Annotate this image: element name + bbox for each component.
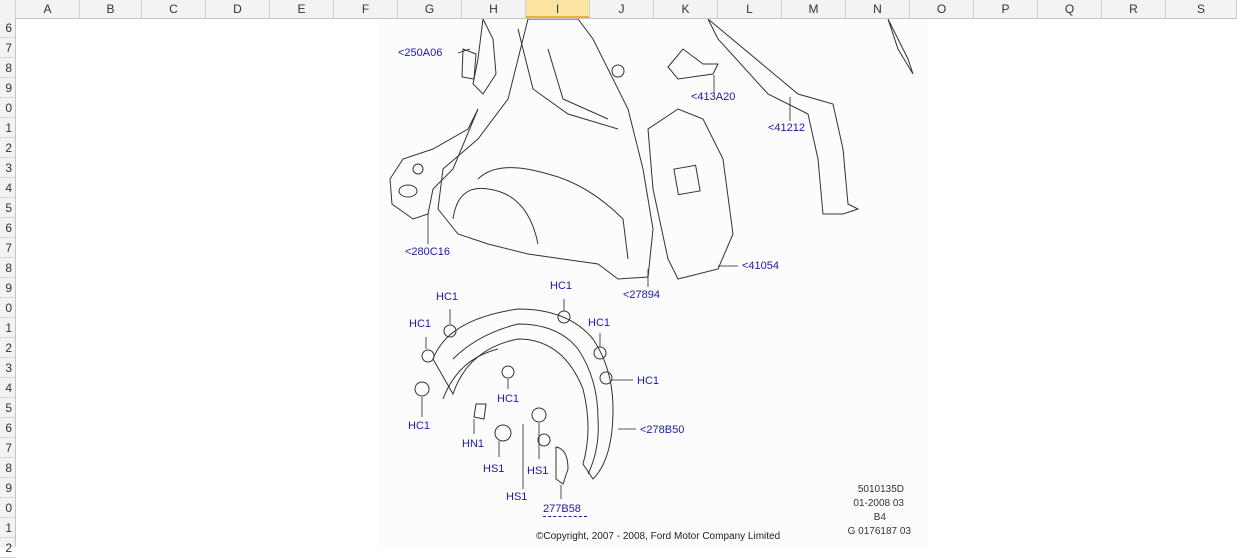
bracket-250a06-part [472, 19, 497, 95]
column-header-c[interactable]: C [142, 0, 206, 18]
row-header[interactable]: 9 [0, 278, 15, 298]
select-all-corner[interactable] [0, 0, 16, 18]
label-278b50: <278B50 [640, 424, 685, 436]
row-header[interactable]: 9 [0, 78, 15, 98]
row-header[interactable]: 1 [0, 118, 15, 138]
row-header[interactable]: 6 [0, 18, 15, 38]
column-header-m[interactable]: M [782, 0, 846, 18]
label-250a06: <250A06 [398, 47, 443, 59]
label-hn1: HN1 [462, 438, 485, 450]
row-header[interactable]: 6 [0, 218, 15, 238]
label-277b58[interactable]: 277B58 [543, 503, 581, 515]
row-header[interactable]: 8 [0, 458, 15, 478]
row-header[interactable]: 3 [0, 358, 15, 378]
panel-280c16-part [389, 108, 479, 220]
column-header-p[interactable]: P [974, 0, 1038, 18]
row-header[interactable]: 0 [0, 298, 15, 318]
column-header-bar: A B C D E F G H I J K L M N O P Q R S [0, 0, 1237, 19]
diagram-date: 01-2008 03 [853, 498, 904, 509]
row-header[interactable]: 1 [0, 518, 15, 538]
quarter-panel-part [437, 19, 654, 280]
column-header-j[interactable]: J [590, 0, 654, 18]
row-header[interactable]: 7 [0, 38, 15, 58]
copyright-text: ©Copyright, 2007 - 2008, Ford Motor Comp… [536, 531, 781, 542]
row-header[interactable]: 7 [0, 438, 15, 458]
row-header-bar: 6 7 8 9 0 1 2 3 4 5 6 7 8 9 0 1 2 3 4 5 … [0, 18, 16, 558]
label-280c16: <280C16 [405, 246, 450, 258]
row-header[interactable]: 4 [0, 178, 15, 198]
label-41054: <41054 [742, 260, 780, 272]
label-hc1: HC1 [497, 393, 520, 405]
label-hc1: HC1 [408, 420, 431, 432]
column-header-n[interactable]: N [846, 0, 910, 18]
row-header[interactable]: 1 [0, 318, 15, 338]
diagram-ref: G 0176187 03 [847, 526, 911, 537]
row-header[interactable]: 2 [0, 338, 15, 358]
label-hc1: HC1 [409, 318, 432, 330]
row-header[interactable]: 6 [0, 418, 15, 438]
label-41212: <41212 [768, 122, 806, 134]
row-header[interactable]: 3 [0, 158, 15, 178]
column-header-f[interactable]: F [334, 0, 398, 18]
parts-diagram-svg [389, 19, 914, 499]
row-header[interactable]: 8 [0, 58, 15, 78]
row-header[interactable]: 4 [0, 378, 15, 398]
column-header-h[interactable]: H [462, 0, 526, 18]
row-header[interactable]: 2 [0, 538, 15, 558]
column-header-q[interactable]: Q [1038, 0, 1102, 18]
bracket-413a20-part [667, 48, 719, 80]
label-hs1: HS1 [483, 463, 505, 475]
label-hc1: HC1 [588, 317, 611, 329]
column-header-l[interactable]: L [718, 0, 782, 18]
label-hs1: HS1 [506, 491, 528, 503]
label-hs1: HS1 [527, 465, 549, 477]
row-header[interactable]: 7 [0, 238, 15, 258]
label-27894: <27894 [623, 289, 661, 301]
diagram-page: B4 [873, 512, 886, 523]
wheel-arch-liner-part [432, 308, 614, 480]
label-413a20: <413A20 [691, 91, 736, 103]
diagram-code: 5010135D [857, 484, 904, 495]
link-underline [543, 516, 587, 517]
column-header-d[interactable]: D [206, 0, 270, 18]
parts-diagram-image[interactable]: <250A06 <413A20 <41212 <280C16 <41054 <2… [378, 19, 928, 547]
column-header-b[interactable]: B [80, 0, 142, 18]
column-header-e[interactable]: E [270, 0, 334, 18]
label-hc1: HC1 [550, 280, 573, 292]
row-header[interactable]: 5 [0, 398, 15, 418]
column-header-g[interactable]: G [398, 0, 462, 18]
column-header-k[interactable]: K [654, 0, 718, 18]
row-header[interactable]: 9 [0, 478, 15, 498]
column-header-a[interactable]: A [16, 0, 80, 18]
panel-41054-part [647, 108, 734, 280]
column-header-i[interactable]: I [526, 0, 590, 18]
column-header-r[interactable]: R [1102, 0, 1166, 18]
column-header-o[interactable]: O [910, 0, 974, 18]
row-header[interactable]: 5 [0, 198, 15, 218]
row-header[interactable]: 0 [0, 498, 15, 518]
column-header-s[interactable]: S [1166, 0, 1237, 18]
row-header[interactable]: 8 [0, 258, 15, 278]
label-hc1: HC1 [637, 375, 660, 387]
row-header[interactable]: 0 [0, 98, 15, 118]
pillar-41212-part [707, 19, 860, 215]
row-header[interactable]: 2 [0, 138, 15, 158]
label-hc1: HC1 [436, 291, 459, 303]
